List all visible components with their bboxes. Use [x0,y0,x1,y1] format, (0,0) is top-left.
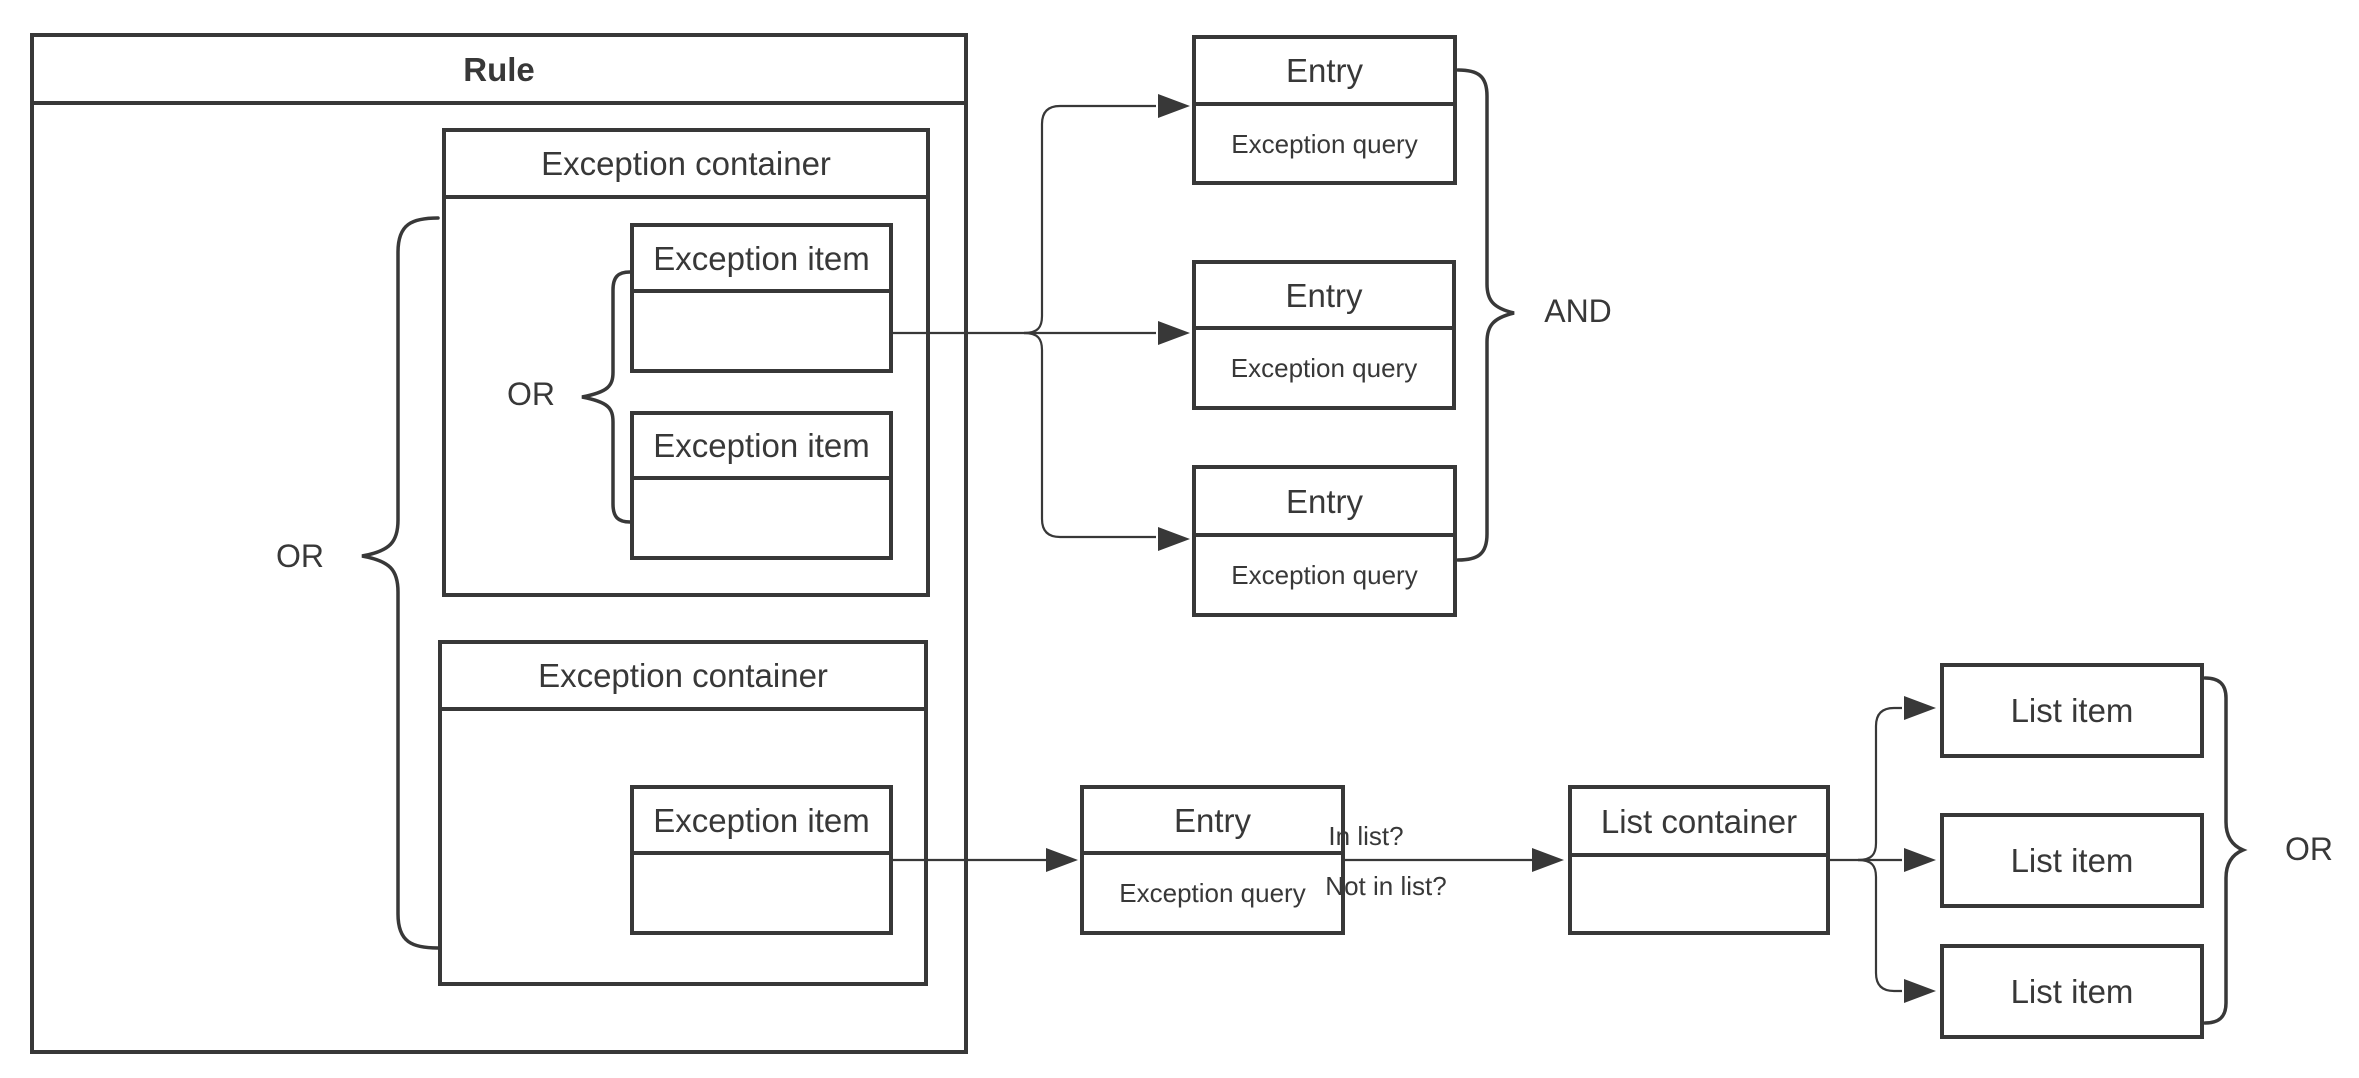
list-item-1: List item [1940,663,2204,758]
list-container-body [1572,857,1826,931]
exception-item-2-title: Exception item [634,415,889,480]
or-label-list: OR [2285,831,2333,867]
connector-list-branch-down [1857,858,1902,993]
brace-list-or [2203,676,2248,1025]
arrowhead-list-item-3 [1904,979,1936,1003]
list-item-3: List item [1940,944,2204,1039]
exception-item-1-body [634,293,889,369]
connector-item1-branch-down [1023,331,1156,539]
entry-2-title: Entry [1196,264,1452,330]
arrowhead-entry-2 [1158,321,1190,345]
entry-1-title: Entry [1196,39,1453,106]
entry-3-title: Entry [1196,469,1453,537]
exception-item-2: Exception item [630,411,893,560]
arrowhead-entry-4 [1046,848,1078,872]
entry-1-query: Exception query [1231,128,1418,159]
entry-4: Entry Exception query [1080,785,1345,935]
exception-item-3: Exception item [630,785,893,935]
and-label: AND [1544,293,1612,329]
arrowhead-list-item-1 [1904,696,1936,720]
in-list-label: In list? [1328,821,1404,851]
list-item-1-label: List item [2010,692,2134,729]
entry-2: Entry Exception query [1192,260,1456,410]
rule-title: Rule [34,37,964,105]
list-container-title: List container [1572,789,1826,857]
arrowhead-list-item-2 [1904,848,1936,872]
exception-item-3-body [634,855,889,931]
arrowhead-entry-3 [1158,527,1190,551]
or-label-outer: OR [276,538,324,574]
entry-4-query: Exception query [1119,878,1306,908]
list-item-2-label: List item [2010,842,2134,879]
entry-3: Entry Exception query [1192,465,1457,617]
exception-container-2-title: Exception container [442,644,924,711]
exception-item-2-body [634,480,889,556]
list-item-2: List item [1940,813,2204,908]
entry-3-query: Exception query [1231,560,1418,590]
exception-container-1-title: Exception container [446,132,926,199]
exception-item-3-title: Exception item [634,789,889,855]
not-in-list-label: Not in list? [1325,871,1447,901]
exception-item-1: Exception item [630,223,893,373]
arrowhead-list-container [1532,848,1564,872]
list-container: List container [1568,785,1830,935]
connector-item1-branch-up [1023,104,1156,335]
exception-item-1-title: Exception item [634,227,889,293]
connector-list-branch-up [1857,706,1902,862]
entry-1: Entry Exception query [1192,35,1457,185]
list-item-3-label: List item [2010,973,2134,1010]
arrowhead-entry-1 [1158,94,1190,118]
brace-and [1456,68,1515,562]
entry-4-title: Entry [1084,789,1341,855]
entry-2-query: Exception query [1230,353,1418,383]
or-label-inner: OR [507,376,555,412]
